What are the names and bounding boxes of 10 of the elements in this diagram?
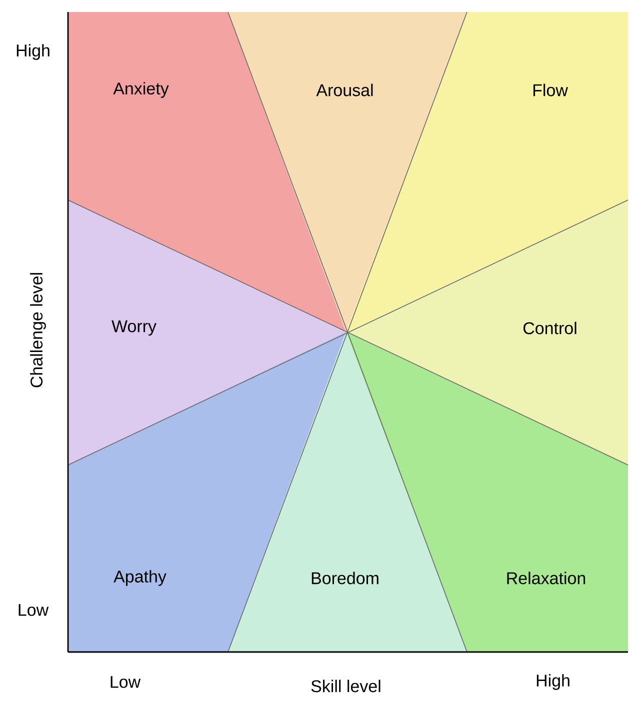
region: Boredom	[228, 332, 467, 652]
axis-tick-label: Low	[18, 604, 49, 616]
region: Worry	[68, 200, 346, 465]
axis-title: Skill level	[311, 680, 380, 692]
axis-tick-label: Low	[110, 676, 141, 688]
axis-title: Challenge level	[30, 273, 46, 388]
axis-tick-label: High	[536, 674, 570, 690]
region: Arousal	[228, 12, 467, 332]
axis-tick-label: High	[16, 44, 50, 60]
region: Control	[346, 200, 628, 465]
